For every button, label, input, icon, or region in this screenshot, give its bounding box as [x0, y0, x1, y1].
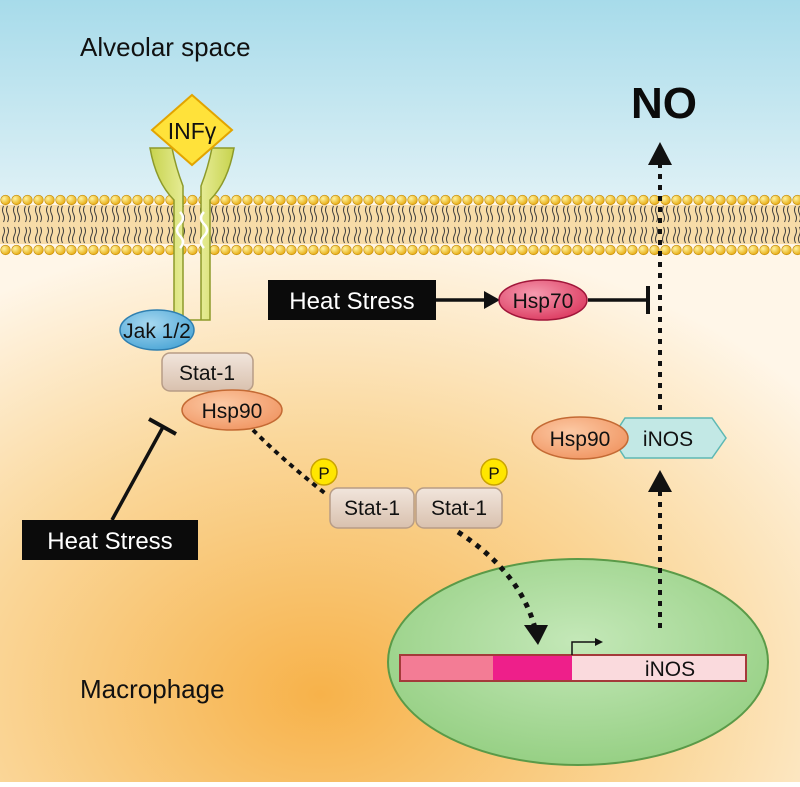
hsp70-label: Hsp70	[513, 290, 574, 313]
stat1-dimer: Stat-1 Stat-1 P P	[310, 458, 508, 529]
heat-stress-box-top	[268, 280, 436, 320]
arrowhead-to-gene	[524, 625, 548, 645]
macrophage-label: Macrophage	[80, 674, 225, 704]
hsp90-complex-protein	[531, 416, 629, 460]
gene-enhancer-region	[493, 655, 572, 681]
transcription-start-arrow	[571, 641, 595, 655]
phosphate-left	[310, 458, 338, 486]
arrowhead-to-complex	[648, 470, 672, 492]
heat-stress-inhibition-bottom: Heat Stress	[22, 417, 198, 560]
dotted-path-to-gene	[456, 529, 538, 629]
phosphate-right-label: P	[488, 464, 499, 483]
inos-protein-label: iNOS	[643, 428, 693, 451]
heat-stress-inhibition-top: Heat Stress Hsp70	[268, 279, 650, 321]
inhibition-line-bottom	[110, 426, 165, 521]
gene-label: iNOS	[645, 658, 695, 681]
hsp90-receptor-bound: Hsp90	[181, 389, 283, 431]
alveolar-space-region	[0, 0, 800, 200]
ligand-label: INFγ	[168, 118, 217, 144]
stat1-dimer-right-label: Stat-1	[431, 497, 487, 520]
hsp90-inos-complex: iNOS Hsp90	[531, 416, 727, 460]
stat1-dimer-right	[415, 487, 503, 529]
hsp90-receptor-label: Hsp90	[202, 400, 263, 423]
heat-stress-box-bottom	[22, 520, 198, 560]
stat1-receptor-label: Stat-1	[179, 362, 235, 385]
stat1-receptor-bound: Stat-1	[161, 352, 254, 392]
gene-promoter-region	[400, 655, 493, 681]
hsp90-complex-label: Hsp90	[550, 428, 611, 451]
ifn-gamma-ligand: INFγ	[150, 93, 234, 167]
nitric-oxide-label: NO	[631, 79, 697, 128]
heat-stress-label-top: Heat Stress	[289, 288, 414, 315]
stat1-dimer-left	[329, 487, 415, 529]
phosphate-right	[480, 458, 508, 486]
alveolar-space-label: Alveolar space	[80, 32, 251, 62]
gene-coding-region	[572, 655, 746, 681]
jak-label: Jak 1/2	[123, 320, 191, 343]
phosphate-left-label: P	[318, 464, 329, 483]
inhibition-bar-bottom	[148, 417, 177, 436]
arrowhead-to-no	[648, 142, 672, 165]
heat-stress-label-bottom: Heat Stress	[47, 528, 172, 555]
hsp70-protein	[498, 279, 588, 321]
inos-gene: iNOS	[399, 638, 747, 682]
stat1-dimer-left-label: Stat-1	[344, 497, 400, 520]
cell-membrane	[0, 194, 800, 256]
jak-protein: Jak 1/2	[119, 309, 195, 351]
